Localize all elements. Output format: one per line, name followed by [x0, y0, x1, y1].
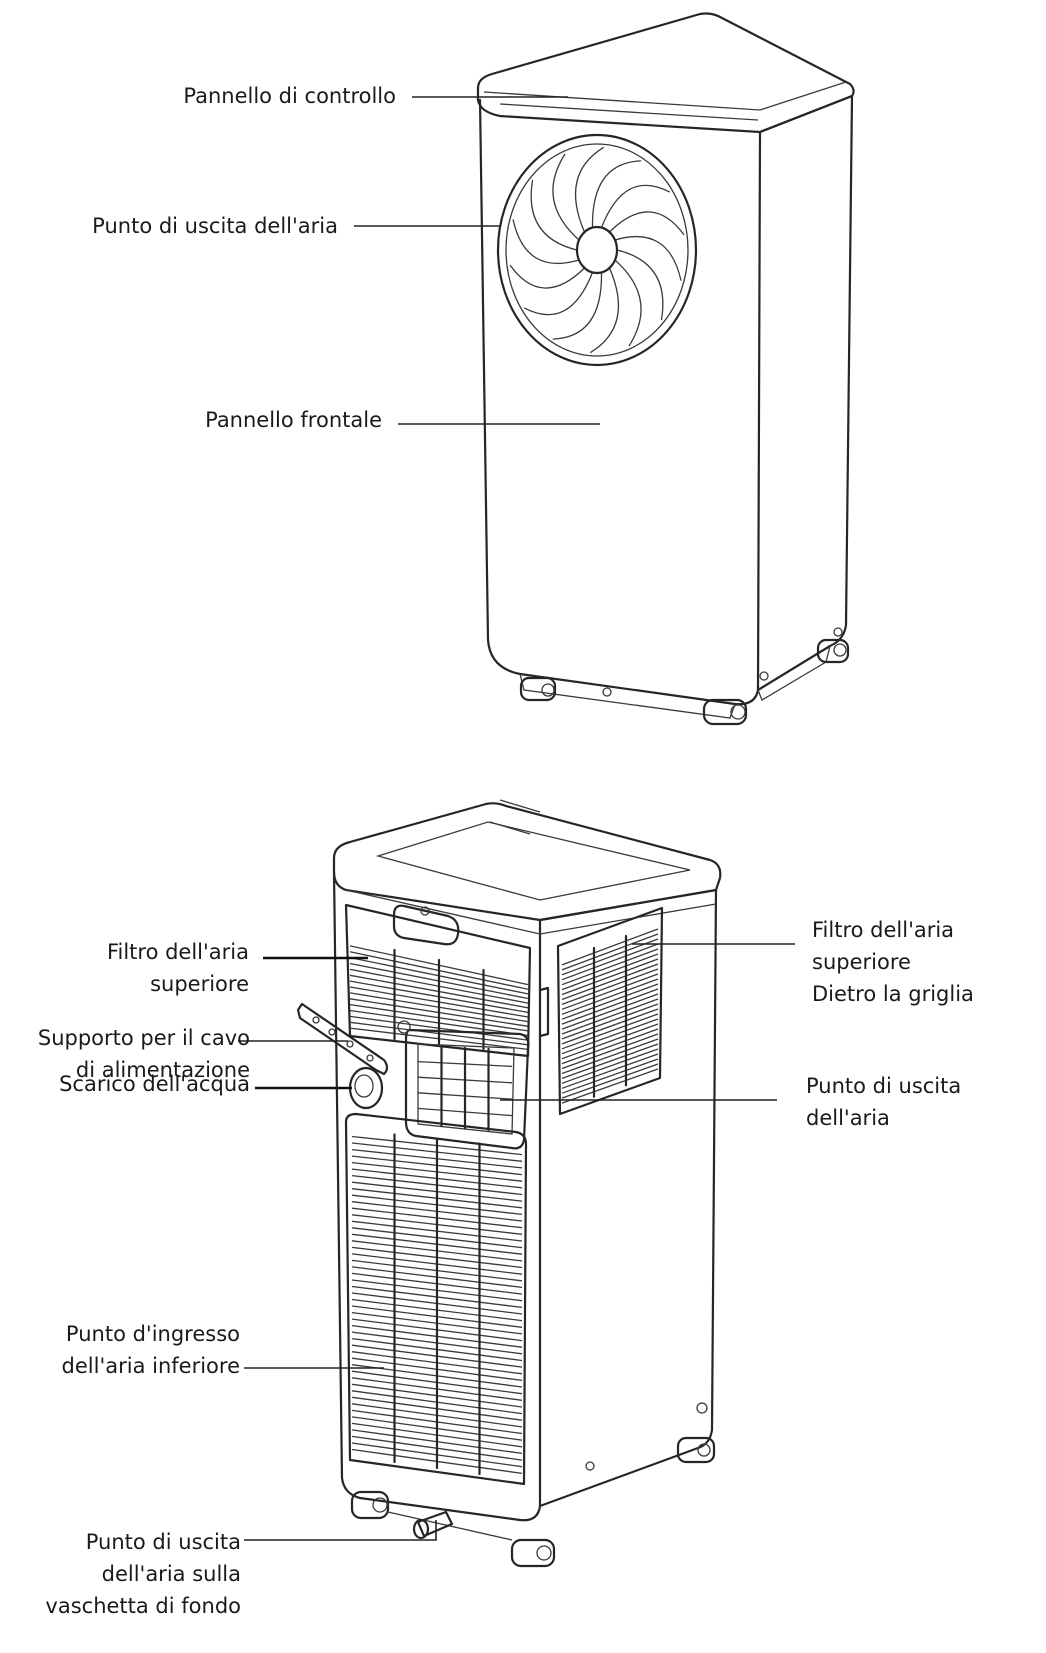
back-lower-grille: [346, 1114, 526, 1484]
label-air-outlet-text: Punto di uscita dell'aria: [92, 210, 338, 242]
fan-blade: [576, 147, 604, 232]
label-tray-outlet-line2: dell'aria sulla: [45, 1558, 241, 1590]
label-air-outlet-back-line2: dell'aria: [806, 1102, 961, 1134]
fan-blade: [617, 250, 663, 320]
back-unit: [298, 800, 720, 1566]
back-top-inset: [378, 822, 690, 900]
grille-slat: [562, 1059, 658, 1093]
label-tray-outlet: Punto di uscita dell'aria sulla vaschett…: [45, 1526, 241, 1622]
grille-slat: [562, 1069, 658, 1103]
front-side-screw: [760, 672, 768, 680]
back-wheel-left: [352, 1492, 388, 1518]
fan-blade: [531, 180, 577, 250]
label-upper-filter-right-line1: Filtro dell'aria: [812, 914, 974, 946]
side-grille: [558, 908, 662, 1114]
fan-blade: [553, 272, 602, 339]
fan-blade: [510, 265, 585, 288]
fan-grille: [498, 135, 696, 365]
label-air-outlet-back: Punto di uscita dell'aria: [806, 1070, 961, 1134]
grille-slat: [562, 1064, 658, 1098]
fan-blade: [590, 268, 618, 353]
label-upper-filter-right: Filtro dell'aria superiore Dietro la gri…: [812, 914, 974, 1010]
label-upper-filter-left-line1: Filtro dell'aria: [107, 936, 249, 968]
label-front-panel: Pannello frontale: [205, 404, 382, 436]
handle-cutout: [394, 906, 458, 945]
front-wheel-left: [521, 678, 555, 700]
label-tray-outlet-line3: vaschetta di fondo: [45, 1590, 241, 1622]
front-unit: [478, 14, 854, 725]
label-front-panel-text: Pannello frontale: [205, 404, 382, 436]
front-side-screw-2: [834, 628, 842, 636]
label-upper-filter-left: Filtro dell'aria superiore: [107, 936, 249, 1000]
leader-lines: [238, 97, 795, 1540]
fan-blade: [513, 219, 579, 263]
side-latch: [540, 988, 548, 1036]
fan-blade: [615, 237, 681, 281]
leader-tray-outlet: [244, 1520, 436, 1540]
label-air-outlet-back-line1: Punto di uscita: [806, 1070, 961, 1102]
side-screw: [697, 1403, 707, 1413]
fan-blade: [610, 212, 685, 235]
label-upper-filter-right-line3: Dietro la griglia: [812, 978, 974, 1010]
back-wheel-right: [512, 1540, 554, 1566]
exhaust-outlet: [398, 1021, 528, 1148]
side-screw-2: [586, 1462, 594, 1470]
front-base-side: [758, 646, 830, 700]
label-upper-filter-right-line2: superiore: [812, 946, 974, 978]
label-control-panel-text: Pannello di controllo: [183, 80, 396, 112]
fan-blade: [602, 185, 670, 227]
front-side-face: [758, 96, 852, 690]
back-top-face: [334, 803, 720, 920]
water-drain: [350, 1068, 382, 1108]
label-water-drain-text: Scarico dell'acqua: [59, 1068, 250, 1100]
label-upper-filter-left-line2: superiore: [107, 968, 249, 1000]
fan-blade: [524, 272, 592, 314]
label-lower-inlet-line2: dell'aria inferiore: [62, 1350, 240, 1382]
label-cable-holder-line1: Supporto per il cavo: [38, 1022, 250, 1054]
label-tray-outlet-line1: Punto di uscita: [45, 1526, 241, 1558]
fan-blade: [592, 161, 641, 228]
label-lower-inlet: Punto d'ingresso dell'aria inferiore: [62, 1318, 240, 1382]
label-lower-inlet-line1: Punto d'ingresso: [62, 1318, 240, 1350]
label-control-panel: Pannello di controllo: [183, 80, 396, 112]
back-shoulder: [346, 890, 716, 934]
front-base-screw: [603, 688, 611, 696]
label-water-drain: Scarico dell'acqua: [59, 1068, 250, 1100]
back-top-groove: [490, 822, 530, 834]
label-air-outlet: Punto di uscita dell'aria: [92, 210, 338, 242]
